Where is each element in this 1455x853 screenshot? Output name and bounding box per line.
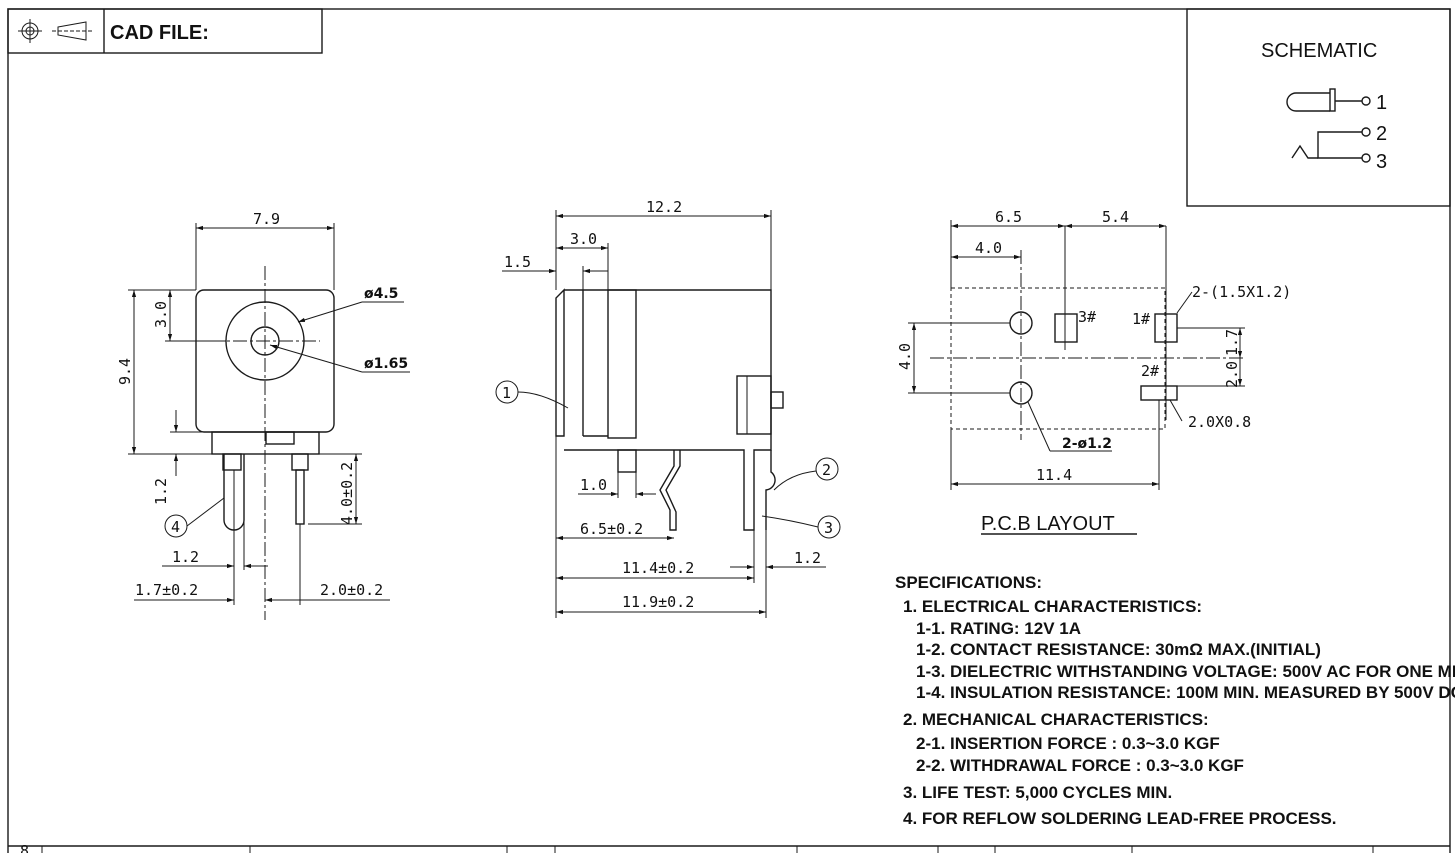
front-view: 7.9 9.4 3.0 1.2 4.0±0.2 ø4.5 ø1.65 1.2 1… xyxy=(116,210,410,620)
dim-front-pitch-left: 1.7±0.2 xyxy=(135,581,198,599)
spec-line: 1-3. DIELECTRIC WITHSTANDING VOLTAGE: 50… xyxy=(916,662,1455,681)
specifications: SPECIFICATIONS: 1. ELECTRICAL CHARACTERI… xyxy=(895,573,1455,828)
projection-symbol-icon xyxy=(18,19,92,43)
pcb-hole-note: 2-ø1.2 xyxy=(1062,436,1112,452)
spec-line: 1-1. RATING: 12V 1A xyxy=(916,619,1081,638)
dim-pcb-b: 5.4 xyxy=(1102,208,1129,226)
pcb-pad-note: 2-(1.5X1.2) xyxy=(1192,283,1291,301)
pcb-layout-title: P.C.B LAYOUT xyxy=(981,513,1115,535)
dim-front-pitch-right: 2.0±0.2 xyxy=(320,581,383,599)
spec-heading: SPECIFICATIONS: xyxy=(895,573,1042,592)
pcb-slot-note: 2.0X0.8 xyxy=(1188,413,1251,431)
dim-front-pin-gap: 1.2 xyxy=(172,548,199,566)
dim-side-pin-span: 11.4±0.2 xyxy=(622,559,694,577)
dim-side-pin-width: 1.0 xyxy=(580,476,607,494)
dim-pcb-c: 4.0 xyxy=(975,239,1002,257)
spec-line: 1-2. CONTACT RESISTANCE: 30mΩ MAX.(INITI… xyxy=(916,640,1321,659)
side-spring-pin xyxy=(659,450,681,531)
dim-side-total: 11.9±0.2 xyxy=(622,593,694,611)
drawing-border xyxy=(7,8,1451,853)
dim-front-pin-height: 4.0±0.2 xyxy=(338,462,356,525)
spec-line: 1. ELECTRICAL CHARACTERISTICS: xyxy=(903,597,1202,616)
spec-line: 1-4. INSULATION RESISTANCE: 100M MIN. ME… xyxy=(916,683,1455,702)
dim-pcb-width: 11.4 xyxy=(1036,466,1072,484)
schematic-pin-1: 1 xyxy=(1376,92,1387,114)
schematic-title: SCHEMATIC xyxy=(1261,40,1377,62)
dim-front-pin-offset: 1.2 xyxy=(152,478,170,505)
front-pin-right xyxy=(295,469,305,525)
callout-2-label: 2 xyxy=(822,461,831,479)
schematic-pin-2: 2 xyxy=(1376,123,1387,145)
pcb-pad-3 xyxy=(1054,313,1078,343)
callout-4-label: 4 xyxy=(171,518,180,536)
cad-file-label: CAD FILE: xyxy=(110,22,209,44)
callout-2 xyxy=(815,457,839,481)
pcb-pad-label-1: 1# xyxy=(1132,310,1150,328)
dim-pcb-a: 6.5 xyxy=(995,208,1022,226)
footer-dividers xyxy=(41,846,1374,853)
spec-line: 3. LIFE TEST: 5,000 CYCLES MIN. xyxy=(903,783,1172,802)
callout-1-label: 1 xyxy=(502,384,511,402)
spec-line: 2-2. WITHDRAWAL FORCE : 0.3~3.0 KGF xyxy=(916,756,1244,775)
dim-pcb-d: 1.7 xyxy=(1223,329,1241,356)
spec-line: 2-1. INSERTION FORCE : 0.3~3.0 KGF xyxy=(916,734,1220,753)
dim-side-front: 3.0 xyxy=(570,230,597,248)
spec-line: 2. MECHANICAL CHARACTERISTICS: xyxy=(903,710,1209,729)
dim-front-top-offset: 3.0 xyxy=(152,301,170,328)
footer-corner-mark: 8 xyxy=(20,842,29,853)
spec-line: 4. FOR REFLOW SOLDERING LEAD-FREE PROCES… xyxy=(903,809,1337,828)
cad-file-block: CAD FILE: xyxy=(7,8,323,54)
dim-side-lip: 1.5 xyxy=(504,253,531,271)
dim-pcb-e: 2.0 xyxy=(1223,361,1241,388)
dim-front-height: 9.4 xyxy=(116,358,134,385)
dim-bore-inner: ø1.65 xyxy=(364,356,408,372)
pcb-slot-2 xyxy=(1140,385,1178,401)
side-view: 12.2 3.0 1.5 1.0 6.5±0.2 11.4±0.2 11.9±0… xyxy=(495,198,841,618)
callout-3-label: 3 xyxy=(824,519,833,537)
pcb-pad-label-3: 3# xyxy=(1078,308,1096,326)
schematic-block: SCHEMATIC 1 2 3 xyxy=(1186,8,1451,207)
dim-pcb-height: 4.0 xyxy=(896,343,914,370)
pcb-layout: 6.5 5.4 4.0 4.0 1.7 2.0 11.4 2-(1.5X1.2)… xyxy=(896,208,1291,535)
dim-front-width: 7.9 xyxy=(253,210,280,228)
dim-side-length: 12.2 xyxy=(646,198,682,216)
dim-bore-outer: ø4.5 xyxy=(364,286,398,302)
schematic-pin-3: 3 xyxy=(1376,151,1387,173)
dim-side-tail: 1.2 xyxy=(794,549,821,567)
jack-symbol-icon xyxy=(1286,88,1371,163)
pcb-pad-label-2: 2# xyxy=(1141,362,1159,380)
dim-side-pin-pos: 6.5±0.2 xyxy=(580,520,643,538)
